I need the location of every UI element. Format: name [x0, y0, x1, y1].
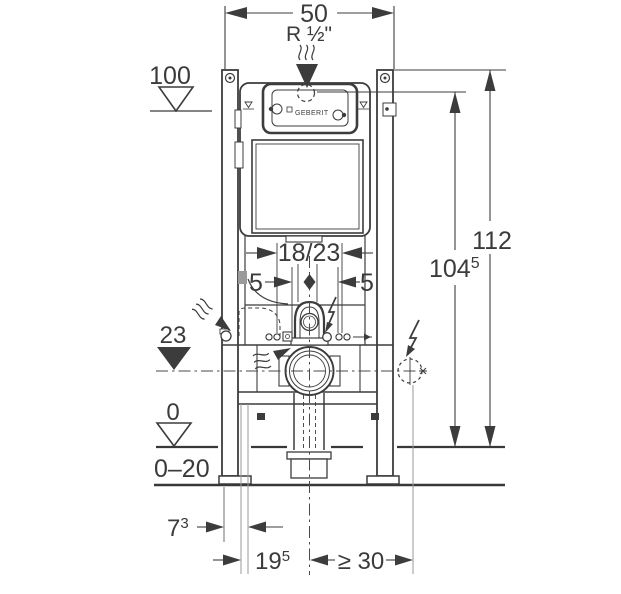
marker-outlet-height: 23 — [157, 322, 191, 370]
marker-supply-level: 100 — [149, 62, 212, 113]
left-foot — [218, 475, 252, 485]
dim-total-height: 112 — [394, 69, 512, 447]
center-diamond-icon — [303, 274, 316, 290]
electrical-symbol-outer — [397, 319, 427, 385]
open-level-triangle-icon — [157, 86, 195, 113]
inlet-arrow-icon — [296, 64, 318, 88]
water-inlet: R ½" — [286, 23, 332, 88]
right-foot — [366, 475, 400, 485]
rail-clamp — [238, 271, 247, 284]
mounting-frame — [218, 69, 400, 485]
dim-front-projection: 73 — [167, 515, 283, 542]
brand-label: GEBERIT — [295, 110, 329, 117]
floor-lines — [154, 445, 505, 487]
left-offset-label: 5 — [249, 269, 263, 297]
flush-bend-offset-label: 18/23 — [278, 239, 341, 267]
floor-buildup-label: 0–20 — [154, 455, 210, 483]
dim-lateral-offsets: 5 5 — [249, 264, 374, 333]
right-rail-screw-icon — [379, 72, 391, 84]
supply-level-label: 100 — [149, 62, 191, 90]
water-arrow-icon — [215, 316, 231, 331]
outlet-lateral-label: 195 — [255, 548, 290, 575]
supply-hose — [247, 278, 289, 305]
level-mark-icon — [359, 101, 368, 109]
lightning-bolt-icon — [326, 296, 337, 329]
water-inlet-label: R ½" — [286, 23, 332, 46]
water-supply-symbol-left — [191, 298, 231, 331]
inspection-box: GEBERIT — [243, 82, 369, 135]
front-projection-label: 73 — [167, 515, 189, 542]
dim-top-width-label: 50 — [300, 0, 328, 28]
lightning-bolt-icon — [407, 319, 420, 354]
water-wave-icon — [252, 352, 272, 370]
actuator-height-label: 1045 — [429, 255, 480, 283]
brand-logo-icon — [286, 106, 293, 113]
outlet-height-label: 23 — [160, 322, 187, 349]
water-wave-icon — [298, 44, 315, 61]
level-mark-icon — [244, 101, 253, 109]
total-height-label: 112 — [472, 227, 512, 255]
floor-level-label: 0 — [166, 399, 179, 426]
water-arrow-icon — [273, 348, 291, 360]
hose-routing-dashed — [238, 307, 281, 336]
water-wave-icon — [191, 298, 213, 320]
left-rail-screw-icon — [224, 72, 236, 84]
fixings-row — [219, 328, 372, 342]
water-supply-connection — [220, 330, 232, 342]
open-level-triangle-icon — [155, 422, 193, 448]
leg-clamp-screw — [371, 413, 379, 420]
access-panel — [251, 139, 364, 234]
dim-flush-bend-offset: 18/23 — [246, 239, 373, 333]
asterisk-icon — [419, 367, 427, 375]
dim-electrical-clearance: ≥ 30 — [310, 548, 413, 575]
dim-outlet-lateral: 195 — [213, 548, 290, 575]
dim-top-width: 50 — [224, 0, 395, 69]
electrical-conduit-point — [322, 332, 332, 342]
filled-level-triangle-icon — [157, 347, 191, 370]
marker-floor-level: 0 — [155, 399, 193, 448]
centerlines — [156, 256, 427, 575]
water-flow-symbol-center — [252, 348, 291, 370]
electrical-clearance-label: ≥ 30 — [338, 548, 385, 575]
electrical-symbol-inner — [325, 296, 337, 333]
leg-clamp-screw — [257, 413, 265, 420]
projection-lines — [223, 385, 414, 574]
inlet-port-dashed-circle — [296, 83, 316, 103]
right-offset-label: 5 — [360, 269, 374, 297]
dim-actuator-height: 1045 — [317, 91, 480, 447]
